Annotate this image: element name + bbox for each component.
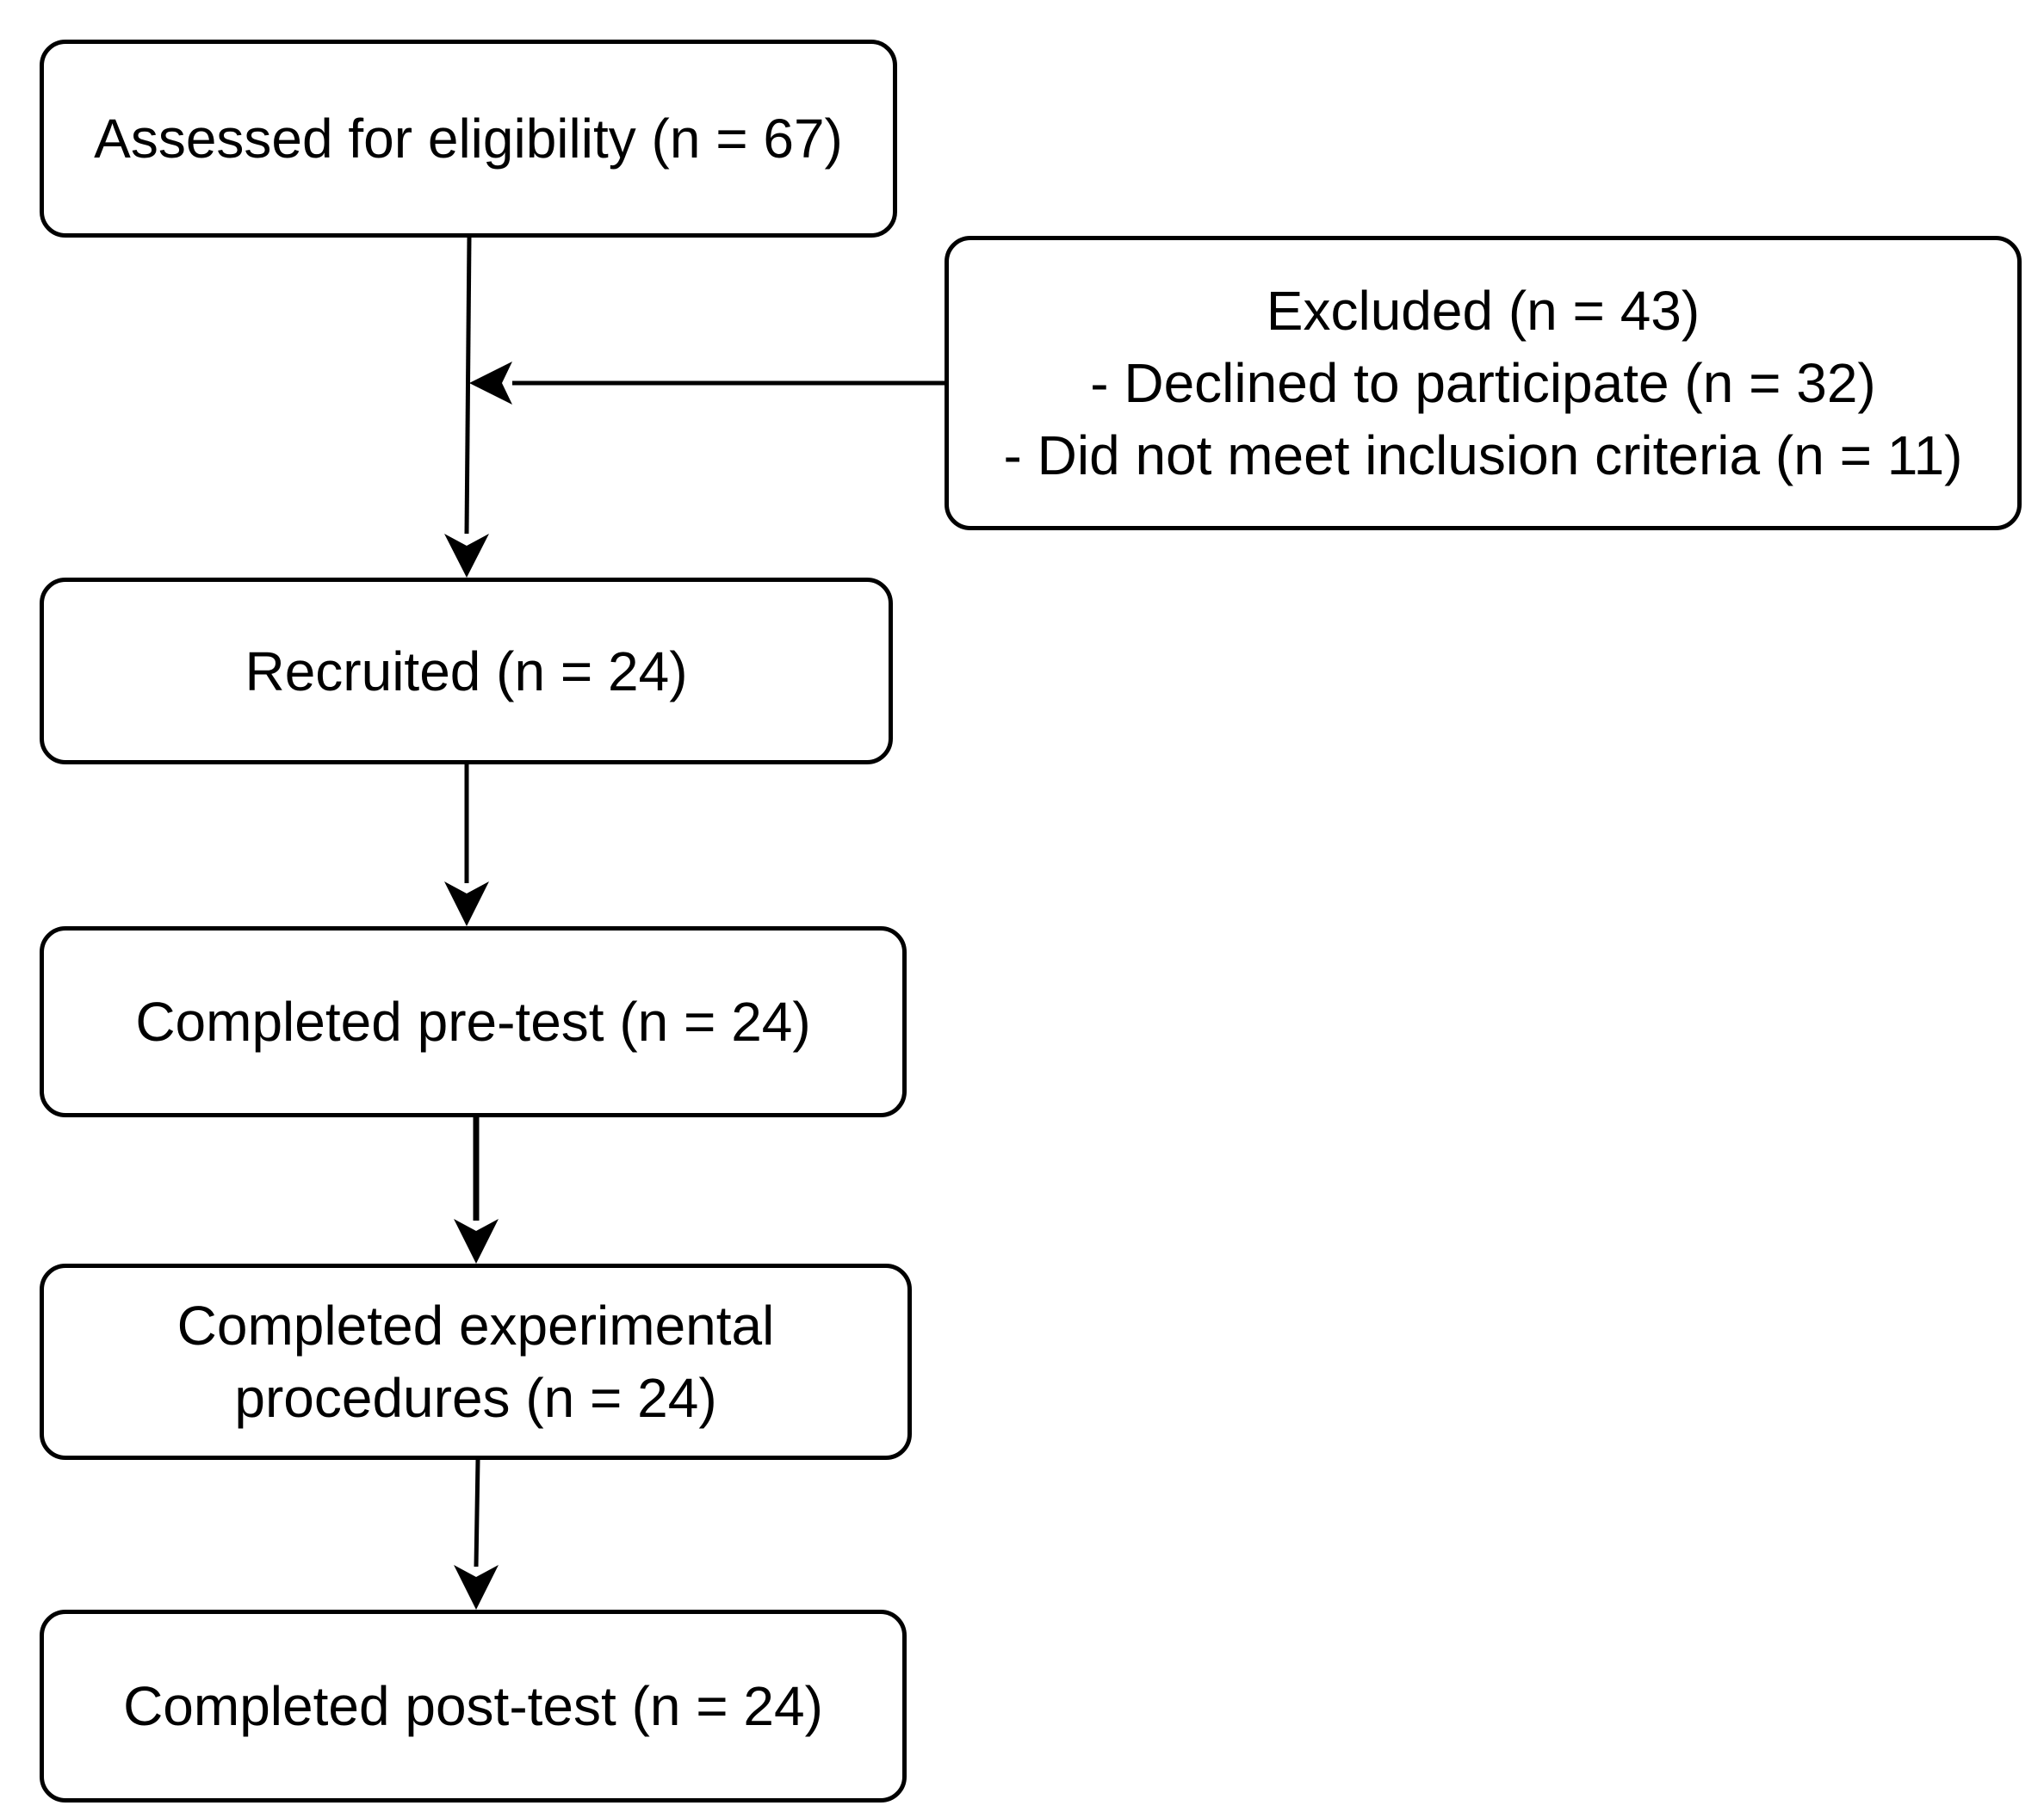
arrow-experimental-to-posttest bbox=[454, 1459, 499, 1610]
excluded-title: Excluded (n = 43) bbox=[1266, 280, 1700, 342]
pretest-label: Completed pre-test (n = 24) bbox=[135, 991, 811, 1053]
posttest-label: Completed post-test (n = 24) bbox=[123, 1675, 823, 1737]
arrow-assessed-to-recruited bbox=[444, 237, 489, 578]
recruited-box: Recruited (n = 24) bbox=[40, 578, 893, 764]
arrow-recruited-to-pretest bbox=[444, 764, 489, 926]
assessed-box: Assessed for eligibility (n = 67) bbox=[40, 40, 897, 238]
recruited-label: Recruited (n = 24) bbox=[245, 640, 688, 702]
assessed-label: Assessed for eligibility (n = 67) bbox=[94, 108, 843, 170]
posttest-box: Completed post-test (n = 24) bbox=[40, 1610, 907, 1803]
pretest-box: Completed pre-test (n = 24) bbox=[40, 926, 907, 1117]
excluded-reason-declined: - Declined to participate (n = 32) bbox=[1090, 352, 1876, 414]
arrow-excluded-to-main-line bbox=[469, 362, 945, 405]
excluded-reason-criteria: - Did not meet inclusion criteria (n = 1… bbox=[1003, 424, 1963, 486]
excluded-box: Excluded (n = 43) - Declined to particip… bbox=[945, 236, 2022, 530]
experimental-line-1: Completed experimental bbox=[177, 1295, 775, 1357]
arrow-pretest-to-experimental bbox=[454, 1117, 499, 1264]
experimental-line-2: procedures (n = 24) bbox=[234, 1367, 717, 1429]
experimental-box: Completed experimental procedures (n = 2… bbox=[40, 1264, 912, 1460]
